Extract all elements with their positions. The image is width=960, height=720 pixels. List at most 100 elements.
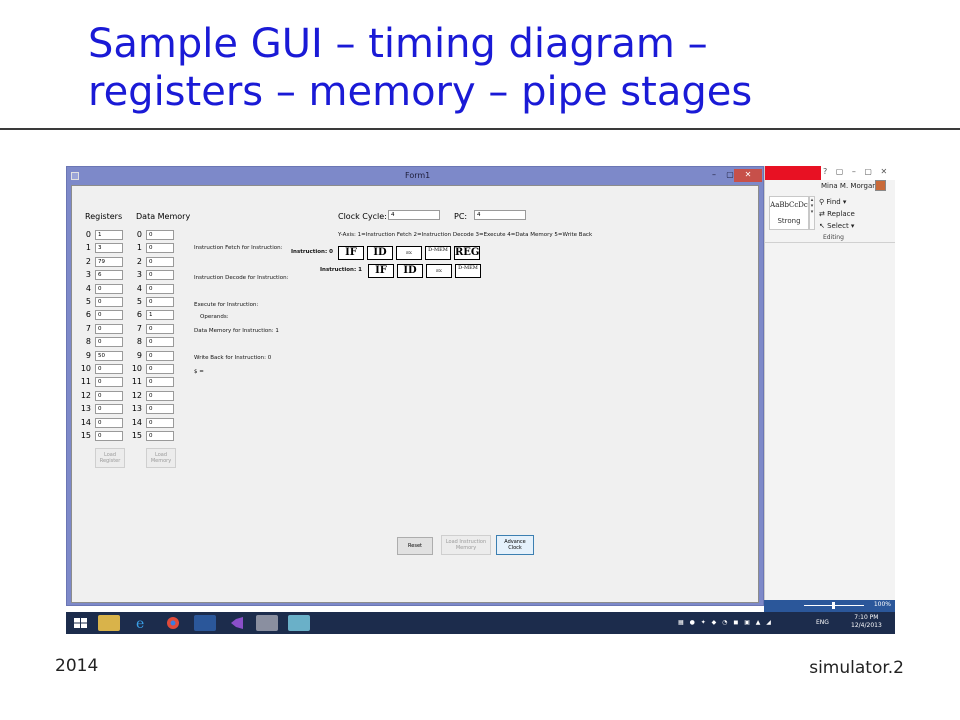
register-field[interactable]: 0 — [95, 377, 123, 388]
internet-explorer-icon[interactable]: e — [130, 615, 152, 632]
memory-field[interactable]: 0 — [146, 337, 174, 348]
load-memory-button[interactable]: Load Memory — [146, 448, 176, 468]
replace-icon: ⇄ — [819, 210, 828, 218]
memory-field[interactable]: 0 — [146, 256, 174, 267]
register-field[interactable]: 0 — [95, 283, 123, 294]
memory-field[interactable]: 0 — [146, 297, 174, 307]
data-memory-instr-label: Data Memory for Instruction: 1 — [194, 328, 279, 334]
register-field[interactable]: 0 — [95, 297, 123, 307]
chrome-icon[interactable] — [162, 615, 184, 631]
style-gallery-scroll[interactable]: ▴▾▾ — [809, 196, 815, 230]
write-back-label: Write Back for Instruction: 0 — [194, 355, 272, 361]
memory-field[interactable]: 0 — [146, 230, 174, 240]
memory-field[interactable]: 0 — [146, 350, 174, 361]
close-button[interactable]: ✕ — [734, 169, 762, 182]
memory-field[interactable]: 0 — [146, 377, 174, 388]
register-field[interactable]: 0 — [95, 337, 123, 348]
register-field[interactable]: 0 — [95, 364, 123, 374]
register-field[interactable]: 6 — [95, 270, 123, 281]
load-register-button[interactable]: Load Register — [95, 448, 125, 468]
register-index: 13 — [80, 404, 91, 414]
file-explorer-icon[interactable] — [98, 615, 120, 631]
word-status-bar: 100% — [764, 600, 895, 612]
ie-logo-icon: e — [136, 616, 144, 632]
registers-header: Registers — [85, 212, 123, 221]
memory-field[interactable]: 0 — [146, 431, 174, 441]
zoom-slider-handle[interactable] — [832, 602, 835, 609]
register-index: 2 — [85, 256, 91, 266]
avatar[interactable] — [875, 180, 886, 191]
editing-group: ⚲ Find ▾ ⇄ Replace ↖ Select ▾ — [819, 196, 855, 232]
language-indicator[interactable]: ENG — [816, 619, 829, 626]
chrome-logo-icon — [167, 617, 179, 629]
word-window-controls[interactable]: ? ▢ – ▢ ✕ — [823, 167, 891, 176]
memory-field[interactable]: 0 — [146, 323, 174, 334]
editing-group-label: Editing — [823, 234, 844, 241]
clock-date: 12/4/2013 — [851, 622, 882, 629]
pipeline-stage-ex: EX — [426, 264, 452, 278]
memory-field[interactable]: 0 — [146, 404, 174, 415]
slide-title-line2: registers – memory – pipe stages — [88, 69, 753, 115]
register-field[interactable]: 0 — [95, 390, 123, 401]
memory-index: 11 — [131, 377, 142, 387]
load-instruction-memory-button[interactable]: Load Instruction Memory — [441, 535, 491, 555]
select-button[interactable]: ↖ Select ▾ — [819, 222, 855, 230]
form-taskbar-icon[interactable] — [256, 615, 278, 631]
memory-header: Data Memory — [136, 212, 191, 221]
reset-button[interactable]: Reset — [397, 537, 433, 555]
clock-time: 7:10 PM — [854, 614, 879, 621]
tray-icons[interactable]: ▦ ● ✦ ◆ ◔ ◼ ▣ ▲ ◢ — [678, 619, 773, 626]
memory-index: 6 — [136, 310, 142, 320]
memory-field[interactable]: 0 — [146, 364, 174, 374]
windows-taskbar: e ▦ ● ✦ ◆ ◔ ◼ ▣ ▲ ◢ ENG 7:10 PM 12/4/201… — [66, 612, 895, 634]
word-titlebar: ? ▢ – ▢ ✕ — [765, 166, 895, 180]
register-field[interactable]: 0 — [95, 310, 123, 321]
memory-field[interactable]: 0 — [146, 270, 174, 281]
register-field[interactable]: 79 — [95, 256, 123, 267]
register-field[interactable]: 0 — [95, 323, 123, 334]
register-field[interactable]: 0 — [95, 417, 123, 428]
register-field[interactable]: 50 — [95, 350, 123, 361]
replace-button[interactable]: ⇄ Replace — [819, 210, 855, 218]
memory-field[interactable]: 0 — [146, 417, 174, 428]
slide-title: Sample GUI – timing diagram – registers … — [88, 20, 752, 116]
register-field[interactable]: 1 — [95, 230, 123, 240]
write-back-expression: $ = — [194, 369, 204, 375]
clock-cycle-field[interactable]: 4 — [388, 210, 440, 220]
memory-field[interactable]: 1 — [146, 310, 174, 321]
find-button[interactable]: ⚲ Find ▾ — [819, 198, 847, 206]
memory-field[interactable]: 0 — [146, 283, 174, 294]
memory-index: 12 — [131, 390, 142, 400]
start-icon[interactable] — [70, 615, 92, 631]
memory-index: 10 — [131, 364, 142, 373]
instruction-0-label: Instruction: 0 — [291, 249, 333, 255]
maximize-button[interactable]: ▢ — [726, 170, 734, 179]
register-index: 5 — [85, 297, 91, 306]
memory-field[interactable]: 0 — [146, 243, 174, 254]
memory-index: 3 — [136, 270, 142, 280]
memory-index: 15 — [131, 431, 142, 440]
register-field[interactable]: 3 — [95, 243, 123, 254]
app-icon — [71, 172, 79, 180]
register-index: 15 — [80, 431, 91, 440]
pc-field[interactable]: 4 — [474, 210, 526, 220]
minimize-button[interactable]: – — [712, 170, 716, 179]
register-field[interactable]: 0 — [95, 404, 123, 415]
word-taskbar-icon[interactable] — [194, 615, 216, 631]
word-user-name[interactable]: Mina M. Morgan — [821, 182, 877, 190]
zoom-level[interactable]: 100% — [873, 601, 891, 608]
pc-label: PC: — [454, 212, 468, 221]
advance-clock-button[interactable]: Advance Clock — [496, 535, 534, 555]
register-index: 9 — [85, 350, 91, 360]
form-titlebar: Form1 – ▢ ✕ — [67, 167, 763, 185]
clock[interactable]: 7:10 PM 12/4/2013 — [851, 614, 882, 630]
register-field[interactable]: 0 — [95, 431, 123, 441]
pipeline-stage-reg: REG — [454, 246, 480, 260]
style-gallery-item[interactable]: AaBbCcDc Strong — [769, 196, 809, 230]
visual-studio-icon[interactable] — [226, 615, 248, 631]
operands-label: Operands: — [200, 314, 229, 320]
memory-field[interactable]: 0 — [146, 390, 174, 401]
vs-logo-icon — [231, 617, 243, 629]
app-taskbar-icon[interactable] — [288, 615, 310, 631]
